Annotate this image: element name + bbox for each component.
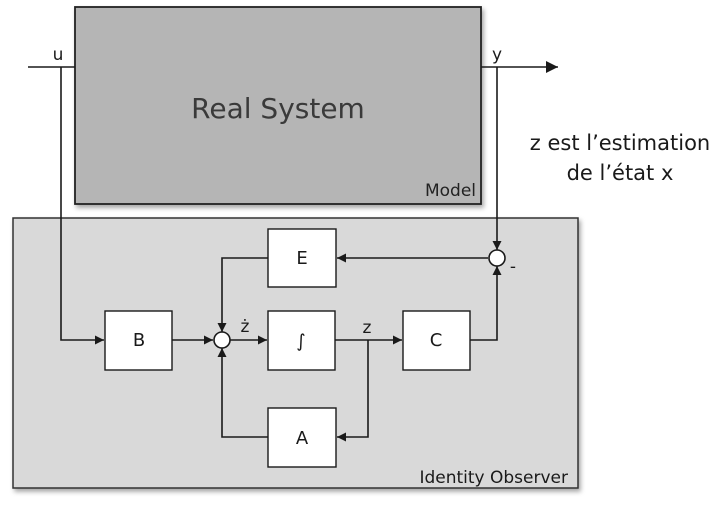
model-label: Model <box>425 181 476 201</box>
signal-y-label: y <box>492 45 502 65</box>
block-integrator <box>267 310 336 371</box>
comparator-junction <box>488 249 506 267</box>
block-e-label: E <box>296 248 307 269</box>
signal-u-label: u <box>53 45 64 65</box>
signal-z-dot-label: ż <box>241 317 250 337</box>
block-c <box>402 310 471 371</box>
sum-junction <box>213 331 231 349</box>
estimation-note-line-1: z est l’estimation <box>529 131 711 155</box>
a-to-sum-wire <box>217 348 268 438</box>
e-to-sum-wire <box>217 257 268 332</box>
block-b-label: B <box>133 330 145 351</box>
block-a <box>267 407 337 468</box>
c-to-comparator-wire <box>470 266 502 341</box>
identity-observer-label: Identity Observer <box>419 468 568 488</box>
u-to-b-wire <box>60 67 104 345</box>
block-integrator-label: ∫ <box>296 331 305 352</box>
estimation-note-line-2: de l’état x <box>566 161 674 185</box>
real-system-title: Real System <box>191 92 365 125</box>
signal-z-label: z <box>363 318 372 338</box>
block-a-label: A <box>296 428 309 449</box>
block-c-label: C <box>430 330 443 351</box>
block-e <box>267 228 337 288</box>
z-to-a-wire <box>337 340 369 442</box>
real-system-box <box>74 6 482 205</box>
block-b <box>104 310 173 371</box>
estimation-note: z est l’estimation de l’état x <box>522 128 718 188</box>
comparator-minus-sign: - <box>510 257 516 277</box>
